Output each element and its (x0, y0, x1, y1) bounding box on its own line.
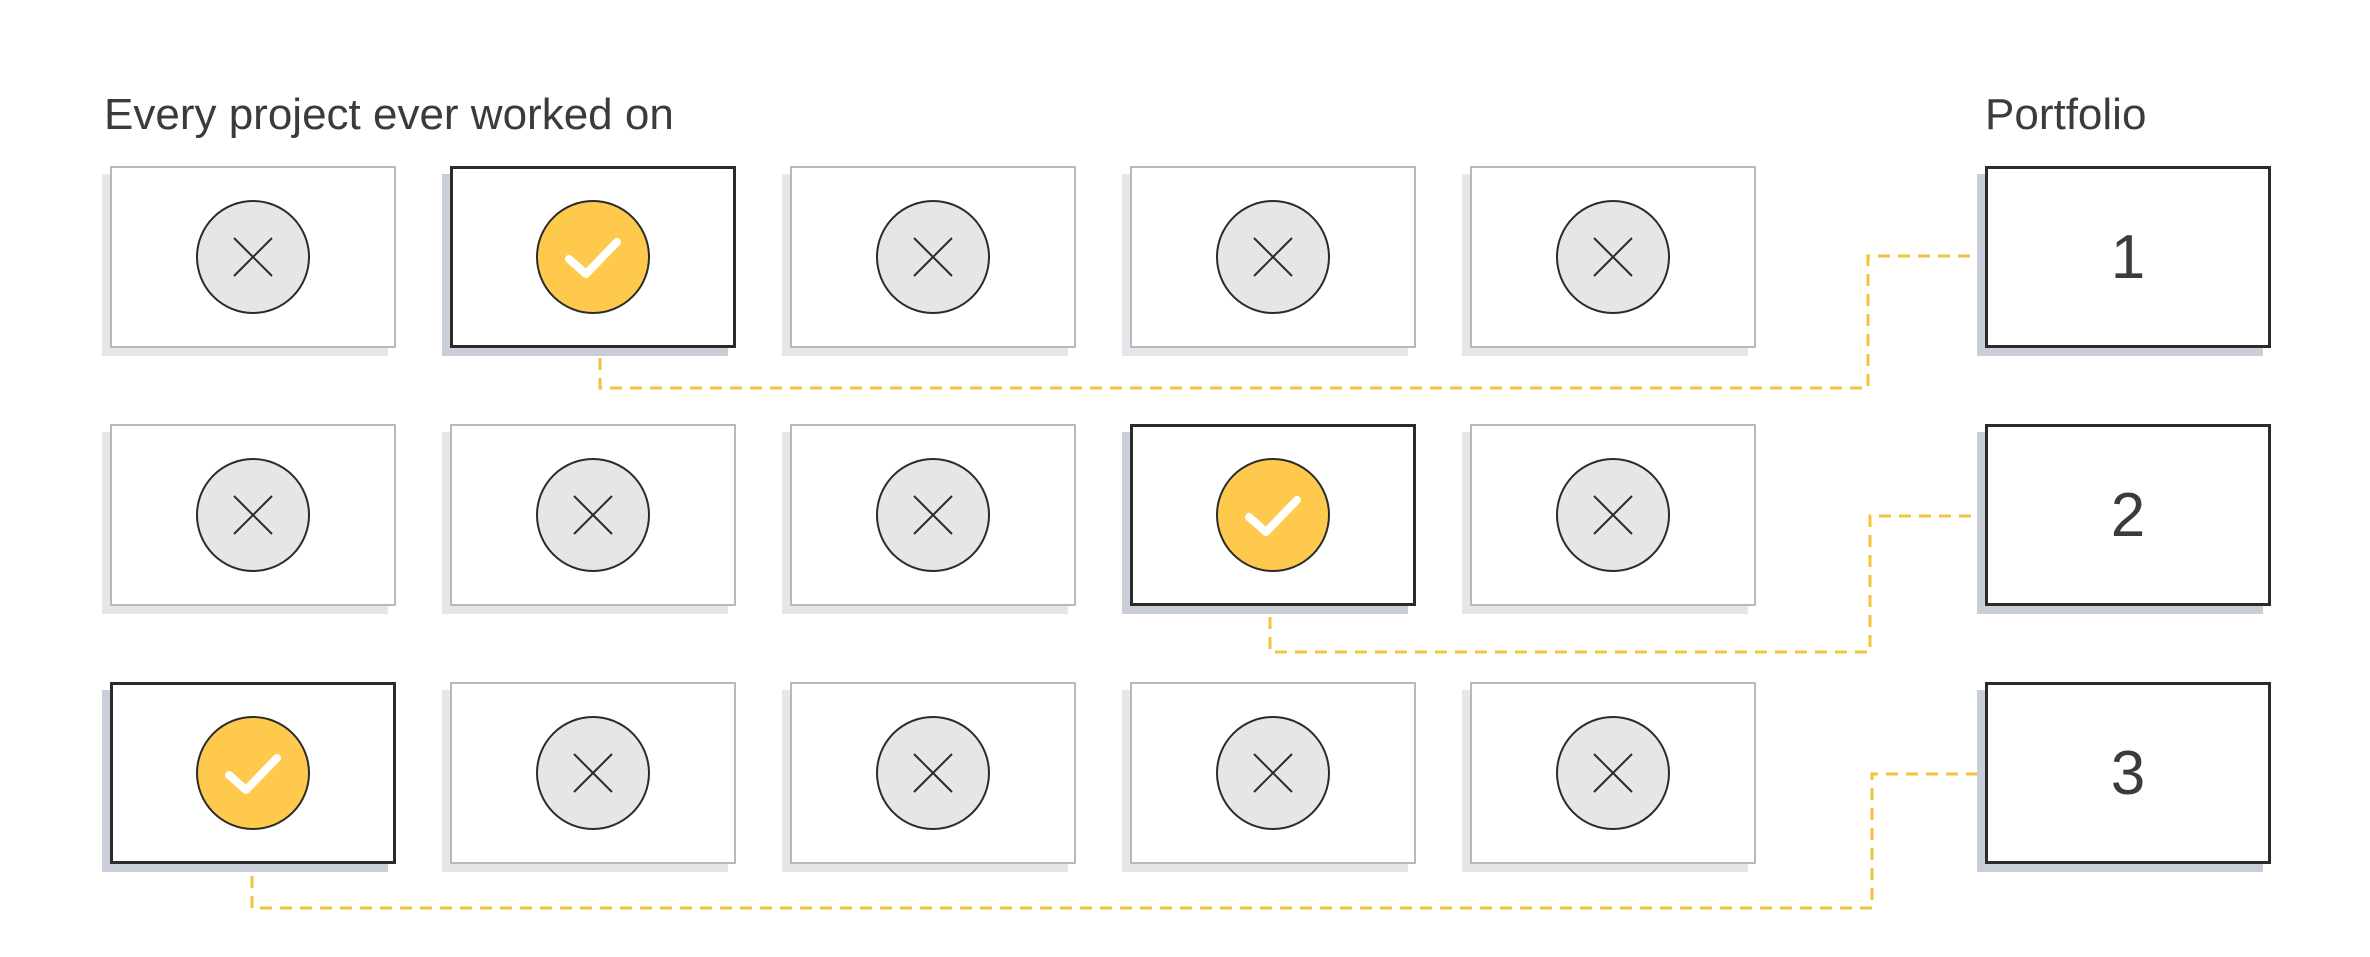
portfolio-number: 2 (1985, 424, 2271, 606)
project-card (782, 682, 1076, 872)
x-icon (536, 458, 650, 572)
x-icon (1556, 458, 1670, 572)
project-card (1462, 166, 1756, 356)
x-icon (1556, 200, 1670, 314)
project-card (1122, 682, 1416, 872)
portfolio-number: 1 (1985, 166, 2271, 348)
project-card (1462, 424, 1756, 614)
portfolio-heading: Portfolio (1985, 90, 2147, 139)
project-card-selected (442, 166, 736, 356)
portfolio-card-1: 1 (1977, 166, 2271, 356)
project-card (102, 166, 396, 356)
portfolio-card-3: 3 (1977, 682, 2271, 872)
check-icon (1216, 458, 1330, 572)
x-icon (196, 200, 310, 314)
card-face (450, 166, 736, 348)
project-card (442, 682, 736, 872)
project-card-selected (102, 682, 396, 872)
project-card (782, 424, 1076, 614)
check-icon (196, 716, 310, 830)
portfolio-card-2: 2 (1977, 424, 2271, 614)
projects-heading: Every project ever worked on (104, 90, 674, 139)
x-icon (876, 458, 990, 572)
check-icon (536, 200, 650, 314)
project-card (1462, 682, 1756, 872)
card-face (1470, 424, 1756, 606)
x-icon (196, 458, 310, 572)
x-icon (876, 716, 990, 830)
portfolio-number: 3 (1985, 682, 2271, 864)
x-icon (536, 716, 650, 830)
x-icon (876, 200, 990, 314)
x-icon (1556, 716, 1670, 830)
x-icon (1216, 200, 1330, 314)
project-card-selected (1122, 424, 1416, 614)
project-card (102, 424, 396, 614)
project-card (1122, 166, 1416, 356)
x-icon (1216, 716, 1330, 830)
project-card (442, 424, 736, 614)
project-card (782, 166, 1076, 356)
